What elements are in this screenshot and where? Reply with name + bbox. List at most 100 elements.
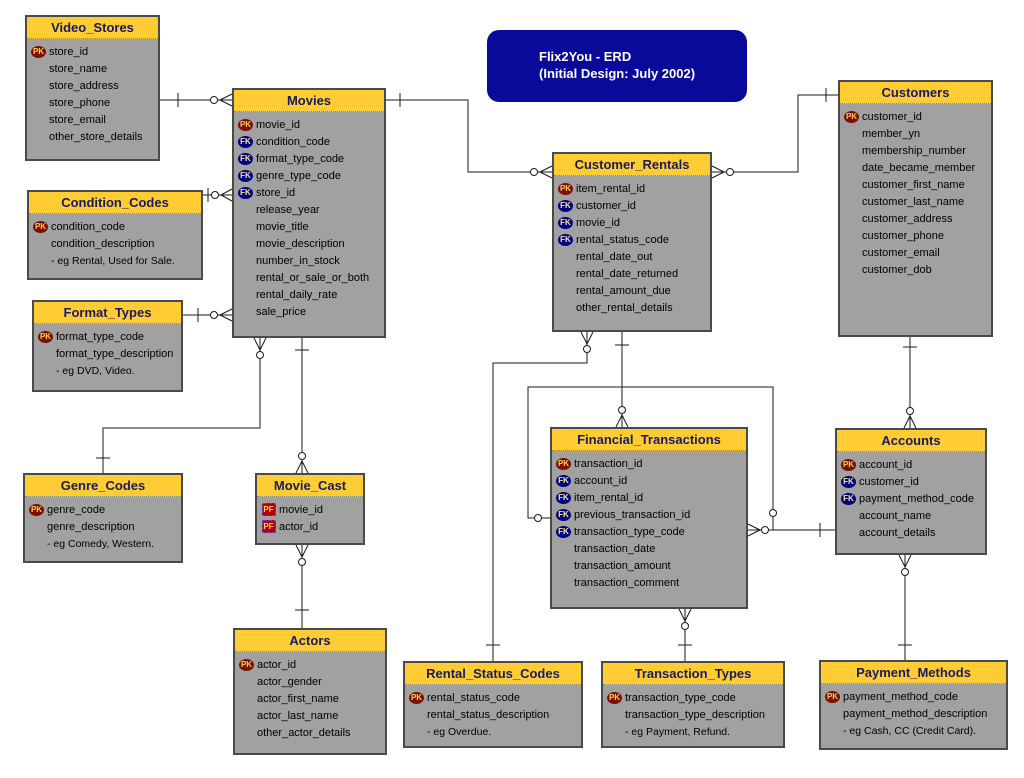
key-badge-slot: PF — [260, 503, 277, 516]
field-name: rental_daily_rate — [256, 288, 338, 301]
field-name: - eg Cash, CC (Credit Card). — [843, 724, 977, 737]
field-name: account_name — [859, 509, 932, 522]
field-row: condition_description — [32, 235, 199, 252]
entity-title: Format_Types — [34, 302, 181, 324]
field-name: transaction_type_description — [625, 708, 766, 721]
field-name: store_id — [256, 186, 296, 199]
relationship-payment-methods-accounts — [898, 554, 912, 660]
field-name: - eg DVD, Video. — [56, 364, 135, 377]
diagram-title-box[interactable]: Flix2You - ERD (Initial Design: July 200… — [487, 30, 747, 102]
diagram-title-line2: (Initial Design: July 2002) — [539, 66, 696, 81]
field-row: rental_amount_due — [557, 282, 708, 299]
field-name: customer_dob — [862, 263, 932, 276]
entity-title: Condition_Codes — [29, 192, 201, 214]
relationship-accounts-financial-transactions — [747, 523, 835, 537]
key-badge-slot: PK — [28, 503, 45, 516]
entity-title: Customers — [840, 82, 991, 104]
entity-title: Genre_Codes — [25, 475, 181, 497]
key-badge-slot: PK — [555, 457, 572, 470]
key-badge-slot: FK — [555, 474, 572, 487]
key-badge-slot: PK — [238, 658, 255, 671]
entity-title: Payment_Methods — [821, 662, 1006, 684]
fk-badge-icon: FK — [556, 474, 571, 487]
relationship-customers-accounts — [903, 337, 917, 429]
entity-title: Accounts — [837, 430, 985, 452]
field-name: account_id — [859, 458, 913, 471]
field-note-row: - eg Overdue. — [408, 723, 579, 740]
fk-badge-icon: FK — [558, 216, 573, 229]
key-badge-slot: FK — [557, 216, 574, 229]
relationship-customers-customer-rentals — [711, 88, 838, 179]
field-name: condition_code — [51, 220, 126, 233]
entity-title: Actors — [235, 630, 385, 652]
entity-title: Movie_Cast — [257, 475, 363, 497]
field-row: transaction_comment — [555, 574, 744, 591]
field-name: account_id — [574, 474, 628, 487]
field-name: store_id — [49, 45, 89, 58]
entity-title: Video_Stores — [27, 17, 158, 39]
pf-badge-icon: PF — [261, 503, 276, 516]
relationship-movies-customer-rentals — [386, 93, 553, 179]
relationship-format-types-movies — [183, 308, 233, 322]
entity-title: Transaction_Types — [603, 663, 783, 685]
key-badge-slot: FK — [555, 525, 572, 538]
field-row: store_phone — [30, 94, 156, 111]
field-name: movie_description — [256, 237, 345, 250]
field-note-row: - eg Rental, Used for Sale. — [32, 252, 199, 269]
key-badge-slot: FK — [237, 152, 254, 165]
field-row: store_address — [30, 77, 156, 94]
field-row: payment_method_description — [824, 705, 1004, 722]
relationship-customer-rentals-financial-transactions — [615, 332, 629, 428]
key-badge-slot: FK — [555, 508, 572, 521]
field-name: rental_date_out — [576, 250, 653, 263]
field-row: genre_description — [28, 518, 179, 535]
relationship-movies-movie-cast — [295, 338, 309, 474]
pk-badge-icon: PK — [844, 110, 859, 123]
entity-title: Rental_Status_Codes — [405, 663, 581, 685]
fk-badge-icon: FK — [558, 233, 573, 246]
field-name: rental_amount_due — [576, 284, 671, 297]
field-name: customer_id — [859, 475, 919, 488]
field-name: item_rental_id — [574, 491, 644, 504]
field-row: date_became_member — [843, 159, 989, 176]
fk-badge-icon: FK — [556, 508, 571, 521]
field-row: account_details — [840, 524, 983, 541]
field-row: actor_first_name — [238, 690, 383, 707]
field-row: transaction_date — [555, 540, 744, 557]
field-name: - eg Overdue. — [427, 725, 492, 738]
field-row: actor_last_name — [238, 707, 383, 724]
field-row: customer_email — [843, 244, 989, 261]
field-name: genre_type_code — [256, 169, 342, 182]
field-name: - eg Payment, Refund. — [625, 725, 731, 738]
field-row: rental_date_returned — [557, 265, 708, 282]
field-name: transaction_amount — [574, 559, 671, 572]
field-name: store_phone — [49, 96, 111, 109]
relationship-condition-codes-movies — [203, 188, 233, 202]
